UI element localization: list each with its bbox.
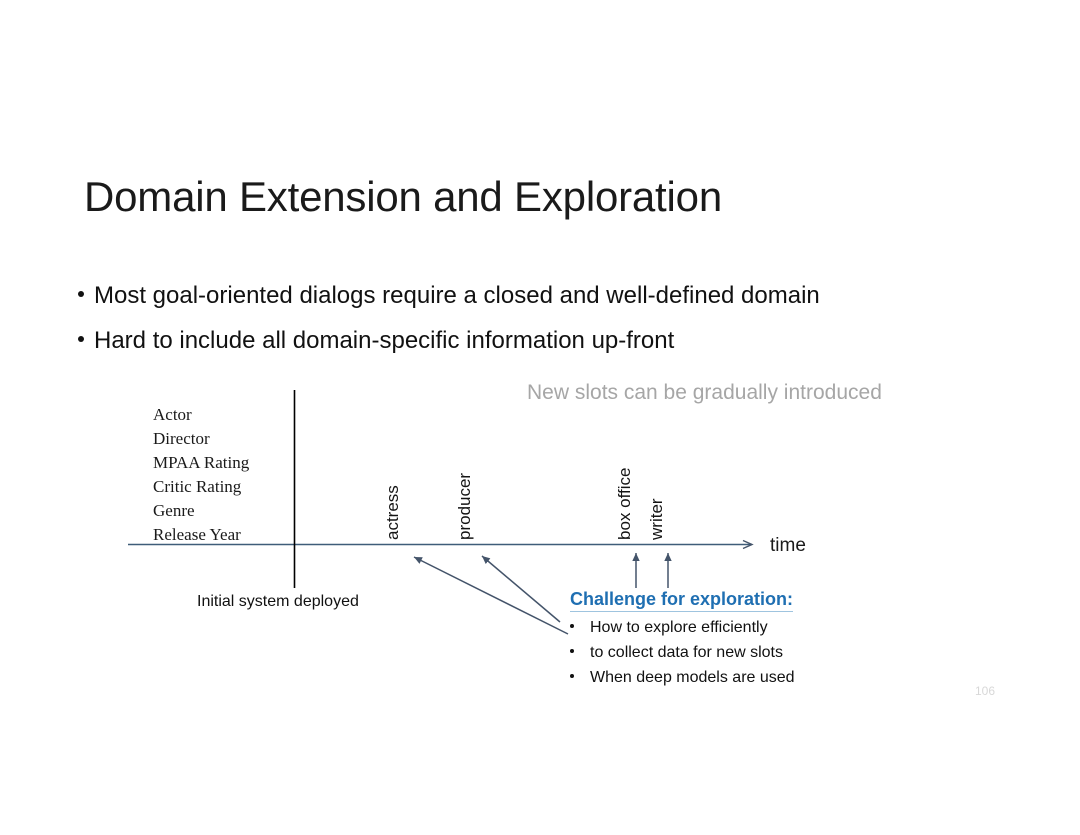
deploy-marker-label: Initial system deployed [197, 593, 359, 610]
axis-label-time: time [770, 535, 806, 556]
slot-list-item: Actor [153, 405, 192, 424]
tick-label-writer: writer [647, 498, 666, 540]
tick-label-producer: producer [455, 472, 474, 540]
slot-list-item: MPAA Rating [153, 453, 250, 472]
body-bullet-text: Hard to include all domain-specific info… [94, 327, 675, 354]
slot-list-item: Genre [153, 501, 195, 520]
bullet-dot-icon [78, 291, 84, 297]
body-bullet-text: Most goal-oriented dialogs require a clo… [94, 282, 820, 309]
body-bullet: Hard to include all domain-specific info… [78, 327, 674, 355]
bullet-dot-icon [570, 674, 574, 678]
bullet-dot-icon [78, 336, 84, 342]
tick-label-box-office: box office [615, 467, 634, 540]
bullet-dot-icon [570, 649, 574, 653]
callout-heading: Challenge for exploration: [570, 589, 794, 612]
arrow-to-actress [413, 556, 569, 635]
bullet-dot-icon [570, 624, 574, 628]
callout-item-text: When deep models are used [590, 669, 795, 686]
callout-item-text: to collect data for new slots [590, 644, 783, 661]
initial-slot-list: Actor Director MPAA Rating Critic Rating… [153, 403, 249, 547]
arrow-to-producer [481, 555, 561, 623]
slot-list-item: Director [153, 429, 210, 448]
slot-list-item: Release Year [153, 525, 241, 544]
figure-caption: New slots can be gradually introduced [527, 381, 882, 404]
callout-list-item: to collect data for new slots [570, 644, 900, 662]
callout-item-text: How to explore efficiently [590, 619, 768, 636]
challenge-callout: Challenge for exploration: How to explor… [570, 589, 900, 687]
body-bullet: Most goal-oriented dialogs require a clo… [78, 282, 820, 310]
slot-list-item: Critic Rating [153, 477, 242, 496]
page-number: 106 [975, 684, 996, 698]
callout-list-item: How to explore efficiently [570, 619, 900, 637]
page-title: Domain Extension and Exploration [84, 173, 722, 220]
tick-label-actress: actress [383, 485, 402, 540]
callout-list-item: When deep models are used [570, 669, 900, 687]
